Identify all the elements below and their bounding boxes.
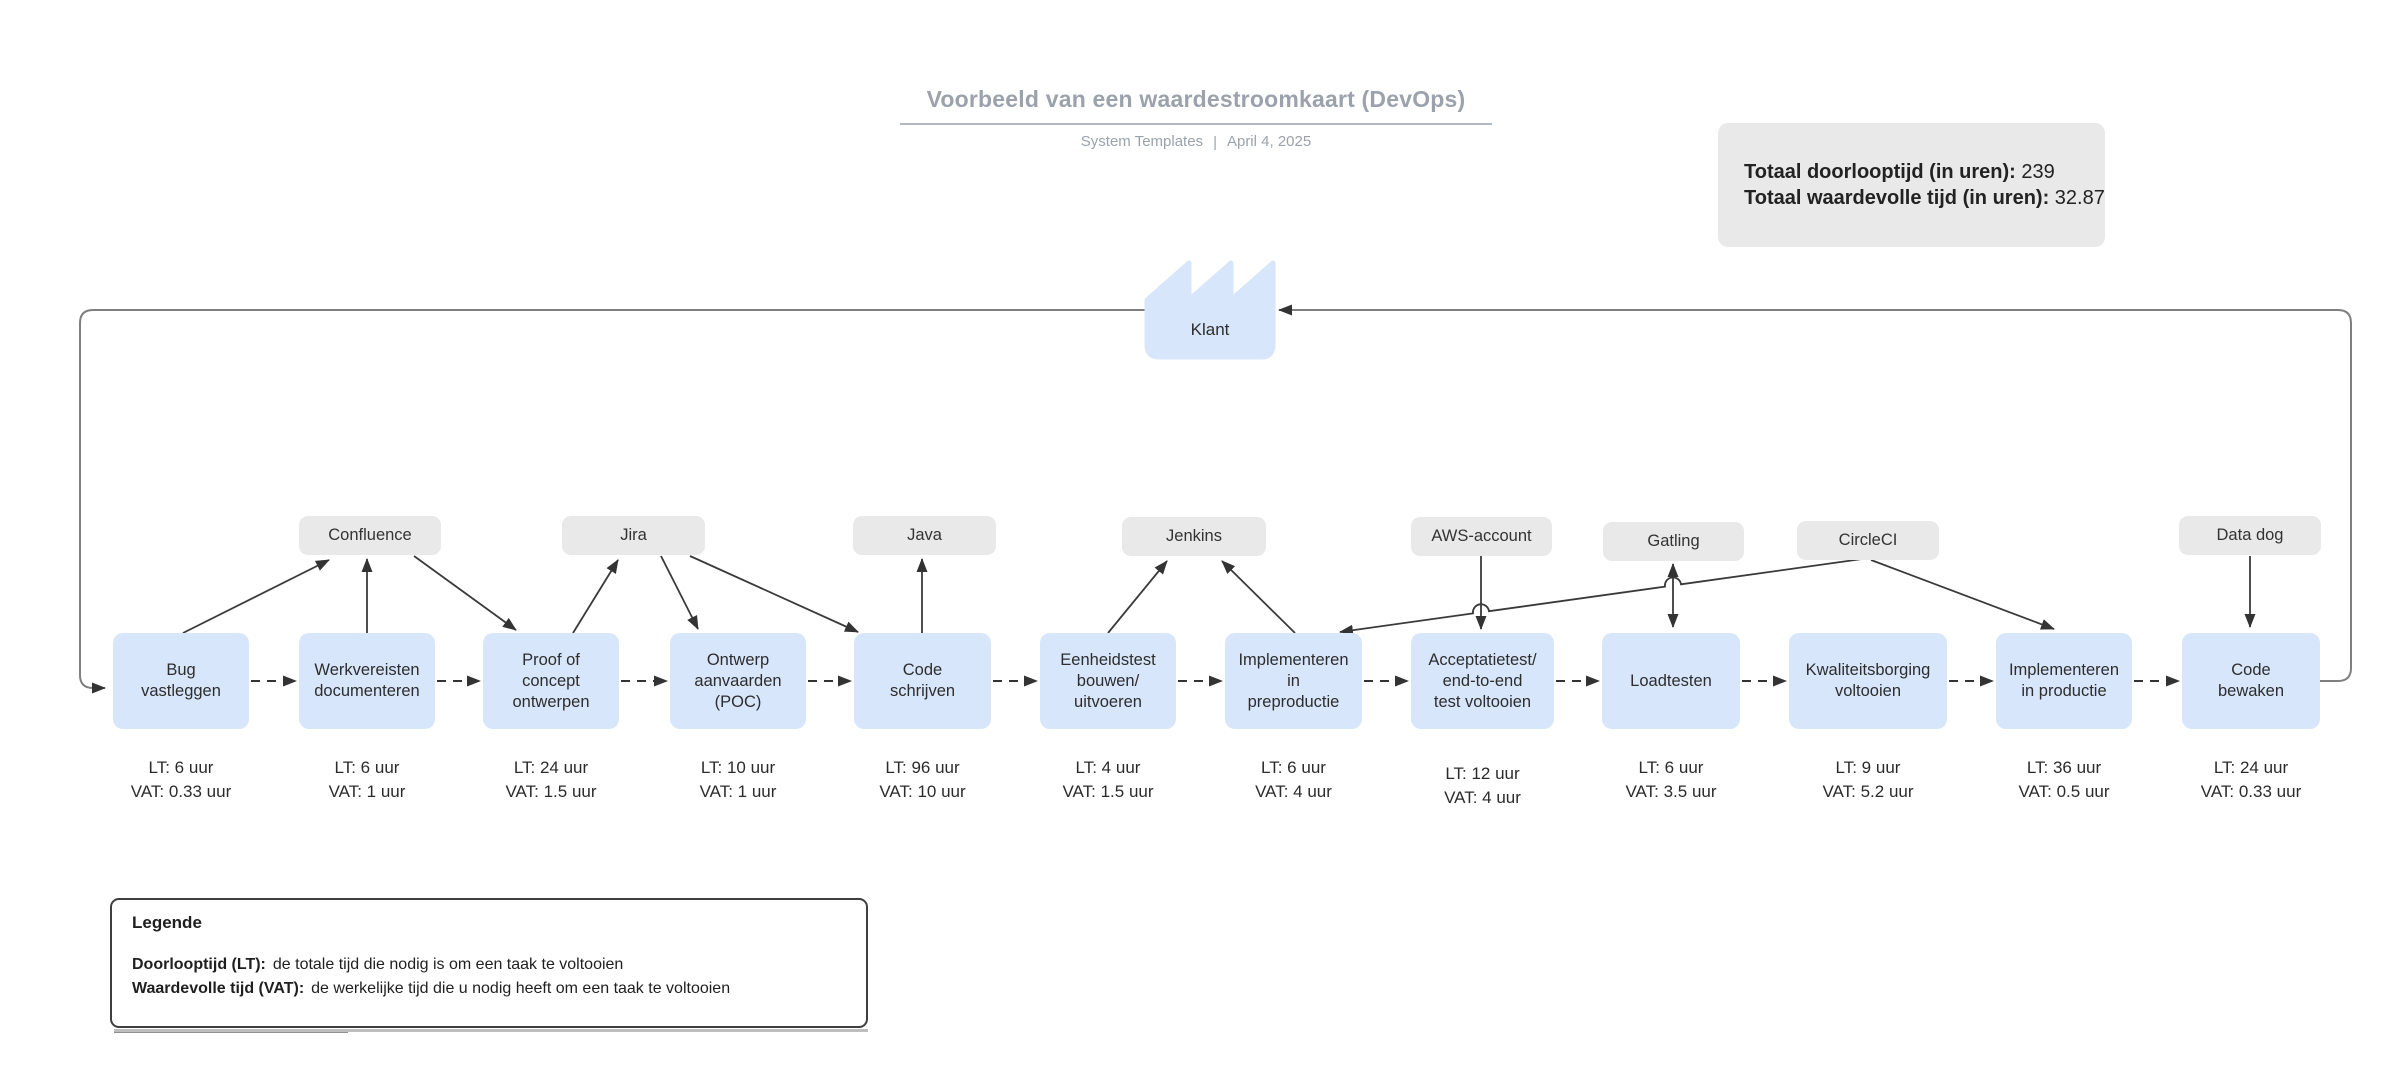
lead-time-value: LT: 6 uur — [1261, 758, 1326, 777]
value-added-time-value: VAT: 10 uur — [879, 782, 966, 801]
process-label: Loadtesten — [1630, 671, 1712, 690]
lead-time-value: LT: 24 uur — [513, 758, 589, 777]
lead-time-value: LT: 9 uur — [1835, 758, 1901, 777]
tool-chip-1[interactable]: Confluence — [299, 516, 441, 555]
value-added-time-value: VAT: 0.33 uur — [130, 782, 232, 801]
process-box-12[interactable]: Code bewaken — [2182, 633, 2320, 729]
lead-time-value: LT: 4 uur — [1075, 758, 1141, 777]
tool-label: Gatling — [1647, 532, 1700, 550]
tool-chip-7[interactable]: CircleCI — [1797, 521, 1939, 560]
lead-time-value: LT: 36 uur — [2026, 758, 2102, 777]
process-label: Code bewaken — [2217, 661, 2285, 700]
process-box-11[interactable]: Implementeren in productie — [1996, 633, 2132, 729]
value-added-time-value: VAT: 0.5 uur — [2018, 782, 2110, 801]
process-label: Proof of concept ontwerpen — [512, 650, 590, 711]
process-box-1[interactable]: Bug vastleggen — [113, 633, 249, 729]
process-label: Werkvereisten documenteren — [314, 661, 420, 700]
value-added-time-value: VAT: 4 uur — [1444, 788, 1521, 807]
value-added-time-value: VAT: 4 uur — [1255, 782, 1332, 801]
process-label: Kwaliteitsborging voltooien — [1805, 661, 1931, 700]
tool-label: Java — [907, 526, 942, 544]
value-added-time-value: VAT: 0.33 uur — [2200, 782, 2302, 801]
process-label: Code schrijven — [889, 661, 956, 700]
lead-time-value: LT: 96 uur — [885, 758, 960, 777]
subtitle-separator: | — [1213, 134, 1217, 151]
legend-item-vat: Waardevolle tijd (VAT):de werkelijke tij… — [132, 980, 731, 997]
process-box-6[interactable]: Eenheidstest bouwen/ uitvoeren — [1040, 633, 1176, 729]
source-label: System Templates — [1080, 133, 1204, 150]
process-label: Acceptatietest/ end-to-end test voltooie… — [1428, 650, 1537, 711]
process-label: Bug vastleggen — [141, 661, 221, 700]
value-added-time-value: VAT: 1 uur — [699, 782, 777, 801]
process-label: Implementeren in preproductie — [1238, 650, 1349, 711]
date-label: April 4, 2025 — [1226, 133, 1312, 150]
process-box-7[interactable]: Implementeren in preproductie — [1225, 633, 1362, 729]
lead-time-value: LT: 24 uur — [2213, 758, 2289, 777]
tool-label: AWS-account — [1431, 527, 1532, 545]
total-value-added-time: Totaal waardevolle tijd (in uren): 32.87 — [1744, 187, 2105, 209]
legend-box: Legende Doorlooptijd (LT):de totale tijd… — [110, 898, 868, 1033]
tool-label: Jira — [620, 526, 647, 544]
legend-title: Legende — [132, 913, 202, 932]
value-added-time-value: VAT: 5.2 uur — [1822, 782, 1914, 801]
tool-chip-4[interactable]: Jenkins — [1122, 517, 1266, 556]
process-box-5[interactable]: Code schrijven — [854, 633, 991, 729]
process-box-9[interactable]: Loadtesten — [1602, 633, 1740, 729]
lead-time-value: LT: 6 uur — [1638, 758, 1704, 777]
lead-time-value: LT: 10 uur — [700, 758, 776, 777]
value-added-time-value: VAT: 3.5 uur — [1625, 782, 1717, 801]
process-box-3[interactable]: Proof of concept ontwerpen — [483, 633, 619, 729]
process-box-10[interactable]: Kwaliteitsborging voltooien — [1789, 633, 1947, 729]
value-added-time-value: VAT: 1 uur — [328, 782, 406, 801]
tool-label: CircleCI — [1838, 531, 1898, 549]
value-added-time-value: VAT: 1.5 uur — [1062, 782, 1154, 801]
lead-time-value: LT: 6 uur — [334, 758, 400, 777]
tool-label: Data dog — [2216, 526, 2284, 544]
tool-chip-3[interactable]: Java — [853, 516, 996, 555]
process-box-2[interactable]: Werkvereisten documenteren — [299, 633, 435, 729]
diagram-header: Voorbeeld van een waardestroomkaart (Dev… — [900, 86, 1492, 151]
process-label: Eenheidstest bouwen/ uitvoeren — [1060, 650, 1156, 711]
factory-icon[interactable] — [1144, 260, 1276, 360]
tool-chip-2[interactable]: Jira — [562, 516, 705, 555]
legend-item-lt: Doorlooptijd (LT):de totale tijd die nod… — [132, 956, 624, 973]
tool-chip-5[interactable]: AWS-account — [1411, 517, 1552, 556]
process-label: Implementeren in productie — [2008, 661, 2120, 700]
process-box-8[interactable]: Acceptatietest/ end-to-end test voltooie… — [1411, 633, 1554, 729]
tool-label: Confluence — [328, 526, 412, 544]
process-label: Ontwerp aanvaarden (POC) — [694, 650, 782, 711]
feedback-loop-connector — [79, 304, 2352, 694]
tool-chip-8[interactable]: Data dog — [2179, 516, 2321, 555]
process-box-4[interactable]: Ontwerp aanvaarden (POC) — [670, 633, 806, 729]
tool-connector-arrows — [182, 555, 2256, 636]
value-added-time-value: VAT: 1.5 uur — [505, 782, 597, 801]
totals-summary-box: Totaal doorlooptijd (in uren): 239 Totaa… — [1718, 123, 2105, 247]
lead-time-value: LT: 12 uur — [1445, 764, 1520, 783]
page-title: Voorbeeld van een waardestroomkaart (Dev… — [900, 86, 1492, 125]
tool-label: Jenkins — [1166, 527, 1222, 545]
customer-label[interactable]: Klant — [1190, 320, 1230, 339]
page-subtitle: System Templates | April 4, 2025 — [900, 133, 1492, 151]
lead-time-value: LT: 6 uur — [148, 758, 214, 777]
total-lead-time: Totaal doorlooptijd (in uren): 239 — [1744, 161, 2055, 183]
tool-chip-6[interactable]: Gatling — [1603, 522, 1744, 561]
